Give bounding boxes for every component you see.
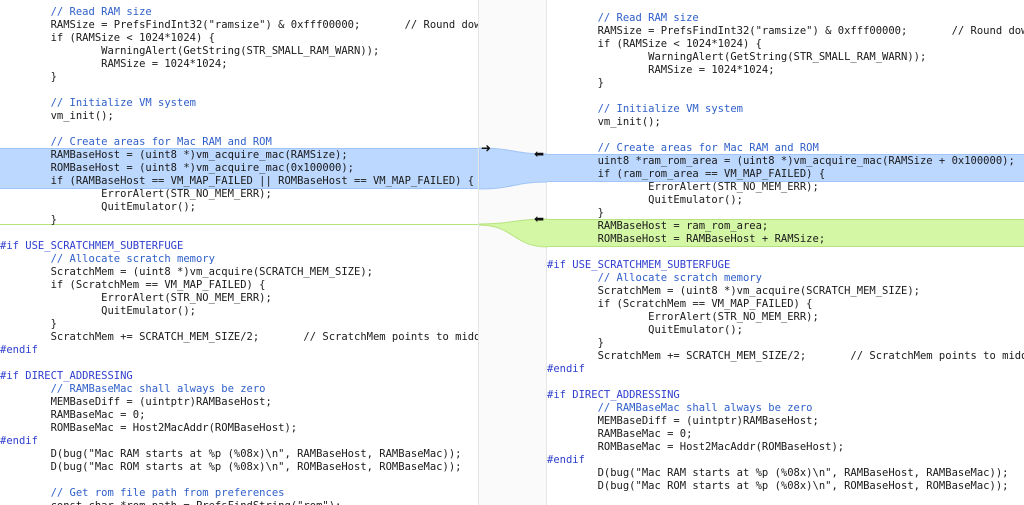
code-line: #if DIRECT_ADDRESSING <box>547 389 680 401</box>
code-line: #if USE_SCRATCHMEM_SUBTERFUGE <box>547 259 731 271</box>
code-line: RAMBaseHost = (uint8 *)vm_acquire_mac(RA… <box>0 149 348 161</box>
code-line: // Read RAM size <box>547 12 699 24</box>
arrow-right-icon[interactable]: ➜ <box>481 141 492 155</box>
code-line: D(bug("Mac RAM starts at %p (%08x)\n", R… <box>547 467 1009 479</box>
code-line: #endif <box>0 344 38 356</box>
code-line: D(bug("Mac ROM starts at %p (%08x)\n", R… <box>547 480 1009 492</box>
code-line: RAMSize = 1024*1024; <box>547 64 775 76</box>
code-line: // Allocate scratch memory <box>0 253 215 265</box>
change-connector <box>479 147 548 190</box>
code-line: WarningAlert(GetString(STR_SMALL_RAM_WAR… <box>547 51 927 63</box>
code-line: } <box>0 214 57 226</box>
code-line: RAMBaseMac = 0; <box>0 409 146 421</box>
code-line <box>547 376 1024 389</box>
code-line: #endif <box>0 435 38 447</box>
code-line: MEMBaseDiff = (uintptr)RAMBaseHost; <box>0 396 272 408</box>
code-line: ScratchMem = (uint8 *)vm_acquire(SCRATCH… <box>547 285 920 297</box>
code-line: if (ScratchMem == VM_MAP_FAILED) { <box>547 298 813 310</box>
code-line: ErrorAlert(STR_NO_MEM_ERR); <box>547 311 819 323</box>
right-editor-pane[interactable]: // Read RAM size RAMSize = PrefsFindInt3… <box>547 0 1024 505</box>
arrow-left-icon[interactable]: ⬅ <box>534 147 545 161</box>
code-line: #if DIRECT_ADDRESSING <box>0 370 133 382</box>
code-line <box>547 90 1024 103</box>
code-line: // Initialize VM system <box>547 103 743 115</box>
code-line: } <box>547 337 604 349</box>
code-line: // Get rom file path from preferences <box>0 487 285 499</box>
code-line <box>547 129 1024 142</box>
code-line: MEMBaseDiff = (uintptr)RAMBaseHost; <box>547 415 819 427</box>
code-line <box>0 84 478 97</box>
code-line: ScratchMem += SCRATCH_MEM_SIZE/2; // Scr… <box>547 350 1024 362</box>
code-line: } <box>0 318 57 330</box>
code-line: RAMBaseMac = 0; <box>547 428 693 440</box>
code-line <box>0 474 478 487</box>
code-line: vm_init(); <box>547 116 661 128</box>
code-line: ROMBaseMac = Host2MacAddr(ROMBaseHost); <box>547 441 845 453</box>
insertion-marker <box>0 224 478 225</box>
code-line: RAMSize = PrefsFindInt32("ramsize") & 0x… <box>547 25 1024 37</box>
code-line: const char *rom_path = PrefsFindString("… <box>0 500 478 505</box>
code-line <box>547 246 1024 259</box>
inserted-block <box>547 219 1024 247</box>
code-line: if (RAMSize < 1024*1024) { <box>547 38 762 50</box>
code-line <box>0 123 478 136</box>
diff-connector-shapes <box>479 147 548 248</box>
code-line: uint8 *ram_rom_area = (uint8 *)vm_acquir… <box>547 155 1015 167</box>
code-line: if (RAMBaseHost == VM_MAP_FAILED || ROMB… <box>0 175 475 187</box>
code-line: } <box>547 207 604 219</box>
code-line: // Read RAM size <box>0 6 152 18</box>
code-line: if (RAMSize < 1024*1024) { <box>0 32 215 44</box>
code-line: ScratchMem += SCRATCH_MEM_SIZE/2; // Scr… <box>0 331 478 343</box>
code-line: #endif <box>547 363 585 375</box>
code-line: ErrorAlert(STR_NO_MEM_ERR); <box>0 188 272 200</box>
code-line: // RAMBaseMac shall always be zero <box>0 383 266 395</box>
diff-gutter: ➜ ⬅ ⬅ <box>478 0 548 505</box>
code-line: ROMBaseHost = (uint8 *)vm_acquire_mac(0x… <box>0 162 355 174</box>
changed-block <box>0 148 478 189</box>
left-editor-pane[interactable]: // Read RAM size RAMSize = PrefsFindInt3… <box>0 0 478 505</box>
code-line: // RAMBaseMac shall always be zero <box>547 402 813 414</box>
code-line: vm_init(); <box>0 110 114 122</box>
code-line: WarningAlert(GetString(STR_SMALL_RAM_WAR… <box>0 45 380 57</box>
code-line: #endif <box>547 454 585 466</box>
code-line: ROMBaseHost = RAMBaseHost + RAMSize; <box>547 233 826 245</box>
code-line: QuitEmulator(); <box>0 201 196 213</box>
code-line <box>547 493 1024 505</box>
code-line: // Initialize VM system <box>0 97 196 109</box>
code-line <box>0 357 478 370</box>
code-line: RAMSize = 1024*1024; <box>0 58 228 70</box>
code-line: } <box>0 71 57 83</box>
code-line: RAMBaseHost = ram_rom_area; <box>547 220 769 232</box>
code-line: // Allocate scratch memory <box>547 272 762 284</box>
code-line: if (ScratchMem == VM_MAP_FAILED) { <box>0 279 266 291</box>
code-line: ROMBaseMac = Host2MacAddr(ROMBaseHost); <box>0 422 298 434</box>
code-line: RAMSize = PrefsFindInt32("ramsize") & 0x… <box>0 19 478 31</box>
code-line: QuitEmulator(); <box>0 305 196 317</box>
code-line: D(bug("Mac ROM starts at %p (%08x)\n", R… <box>0 461 462 473</box>
code-line: if (ram_rom_area == VM_MAP_FAILED) { <box>547 168 826 180</box>
code-line <box>0 227 478 240</box>
code-line: QuitEmulator(); <box>547 324 743 336</box>
code-line: QuitEmulator(); <box>547 194 743 206</box>
code-line: // Create areas for Mac RAM and ROM <box>547 142 819 154</box>
code-line: } <box>547 77 604 89</box>
code-line: ErrorAlert(STR_NO_MEM_ERR); <box>0 292 272 304</box>
code-line: #if USE_SCRATCHMEM_SUBTERFUGE <box>0 240 184 252</box>
code-line: // Create areas for Mac RAM and ROM <box>0 136 272 148</box>
code-line: D(bug("Mac RAM starts at %p (%08x)\n", R… <box>0 448 462 460</box>
code-line: ScratchMem = (uint8 *)vm_acquire(SCRATCH… <box>0 266 373 278</box>
code-line: ErrorAlert(STR_NO_MEM_ERR); <box>547 181 819 193</box>
changed-block <box>547 154 1024 182</box>
arrow-left-icon[interactable]: ⬅ <box>534 212 545 226</box>
